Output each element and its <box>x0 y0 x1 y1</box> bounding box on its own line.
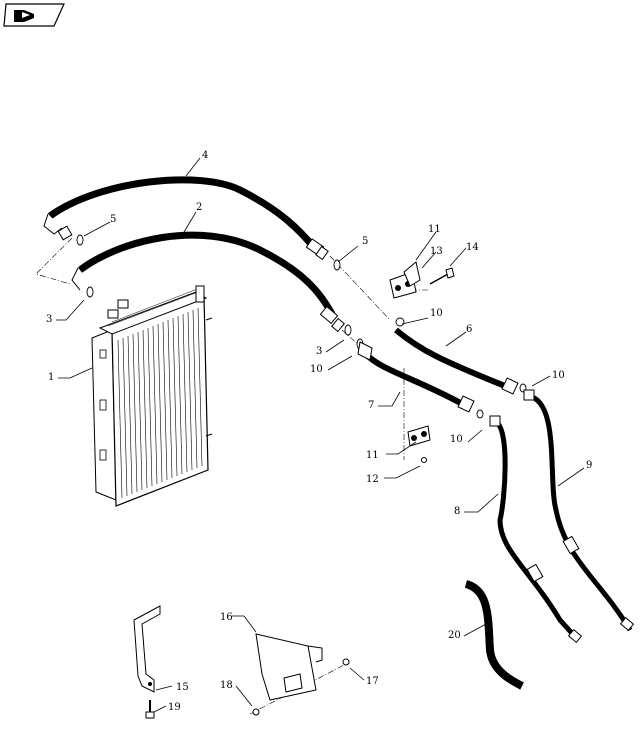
callout-5-right: 5 <box>362 236 368 247</box>
callout-13: 13 <box>430 246 443 257</box>
previous-page-arrow-icon <box>14 10 34 22</box>
callout-2: 2 <box>196 202 202 213</box>
bolt-19 <box>145 700 155 719</box>
pipe-8 <box>489 415 583 643</box>
callout-3-right: 3 <box>316 346 322 357</box>
callout-3-left: 3 <box>46 314 52 325</box>
bracket-15 <box>133 605 161 693</box>
callout-20: 20 <box>448 630 461 641</box>
hose-2 <box>71 231 345 333</box>
callout-10-c: 10 <box>552 370 565 381</box>
callout-4: 4 <box>202 150 208 161</box>
pipe-7 <box>357 341 475 413</box>
callout-6: 6 <box>466 324 472 335</box>
hose-4 <box>43 176 329 261</box>
nut-12 <box>421 457 427 463</box>
pipe-9 <box>523 389 635 632</box>
clamp-11-lower <box>407 425 431 447</box>
bolt-17 <box>342 658 350 666</box>
callout-17: 17 <box>366 676 379 687</box>
callout-9: 9 <box>586 460 592 471</box>
callout-10-a: 10 <box>310 364 323 375</box>
callout-12: 12 <box>366 474 379 485</box>
callout-18: 18 <box>220 680 233 691</box>
callout-16: 16 <box>220 612 233 623</box>
callout-15: 15 <box>176 682 189 693</box>
callout-10-d: 10 <box>450 434 463 445</box>
pipe-6 <box>394 327 519 395</box>
callouts: 1 2 3 3 4 5 5 6 7 8 9 10 10 10 10 11 11 … <box>46 150 592 713</box>
callout-11-upper: 11 <box>428 224 441 235</box>
hose-20 <box>464 580 524 690</box>
callout-5-left: 5 <box>110 214 116 225</box>
clamp-11-upper <box>389 261 421 299</box>
callout-11-lower: 11 <box>366 450 379 461</box>
callout-8: 8 <box>454 506 460 517</box>
previous-page-button[interactable] <box>3 3 65 27</box>
leader-lines <box>56 157 585 713</box>
callout-14: 14 <box>466 242 479 253</box>
callout-7: 7 <box>368 400 374 411</box>
callout-1: 1 <box>48 372 54 383</box>
oil-cooler <box>91 285 213 507</box>
bracket-16 <box>255 633 323 701</box>
nut-18 <box>252 708 260 716</box>
bolt-14 <box>429 267 455 285</box>
callout-10-b: 10 <box>430 308 443 319</box>
callout-19: 19 <box>168 702 181 713</box>
